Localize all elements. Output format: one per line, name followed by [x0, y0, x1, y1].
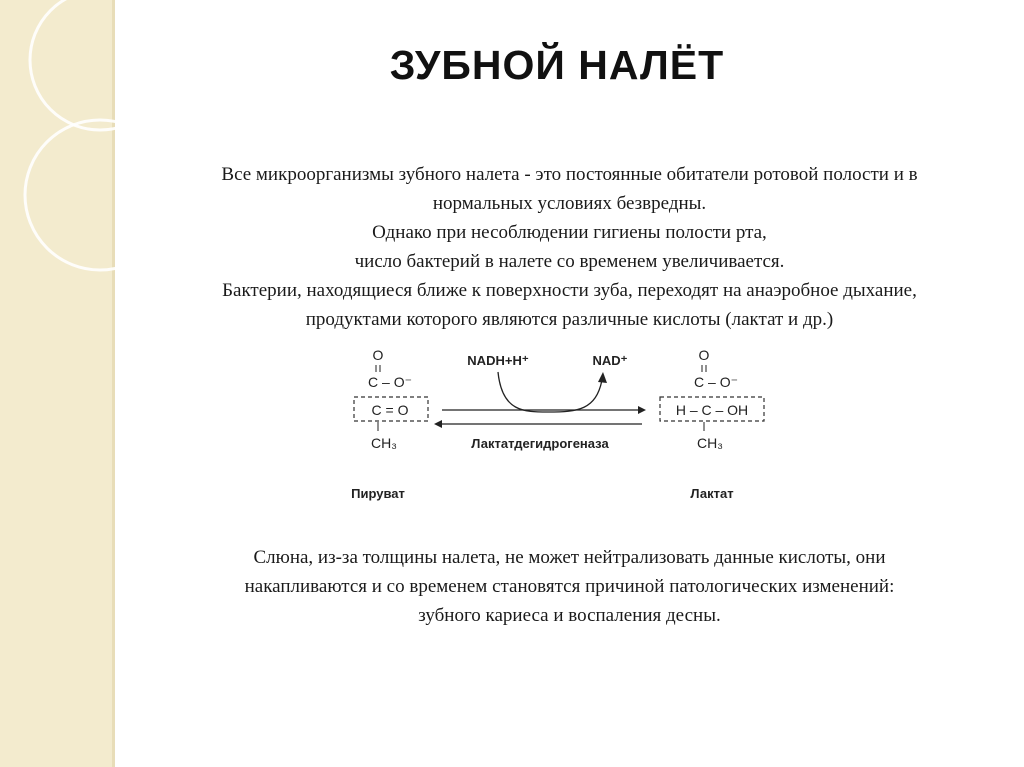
lactate-row: CH₃: [697, 435, 723, 451]
reaction-diagram: O C – O⁻ C = O CH₃ Пируват NADH+H⁺ NAD⁺ …: [351, 347, 765, 501]
pyruvate-row: C = O: [372, 402, 409, 418]
conclusion-line: накапливаются и со временем становятся п…: [244, 576, 895, 597]
lactate-highlight-box: [659, 396, 765, 422]
reverse-arrowhead: [434, 420, 442, 428]
cofactor-arrowhead: [598, 372, 607, 383]
forward-arrowhead: [638, 406, 646, 414]
conclusion-line: Слюна, из-за толщины налета, не может не…: [253, 547, 886, 568]
conclusion-paragraph: Слюна, из-за толщины налета, не может не…: [115, 543, 1024, 630]
intro-line: число бактерий в налете со временем увел…: [354, 251, 785, 272]
lactate-row: O: [699, 347, 710, 363]
decorative-rings: [23, 0, 140, 272]
intro-line: Однако при несоблюдении гигиены полости …: [372, 222, 767, 243]
decorative-left-band: [0, 0, 112, 767]
pyruvate-row: O: [373, 347, 384, 363]
cofactor-out-label: NAD⁺: [592, 353, 627, 368]
pyruvate-row: CH₃: [371, 435, 397, 451]
conclusion-line: зубного кариеса и воспаления десны.: [418, 605, 721, 626]
pyruvate-row: C – O⁻: [368, 374, 412, 390]
reaction-arrows: NADH+H⁺ NAD⁺ Лактатдегидрогеназа: [434, 353, 646, 451]
slide-title: ЗУБНОЙ НАЛЁТ: [389, 42, 725, 88]
lactate-row: C – O⁻: [694, 374, 738, 390]
intro-line: Бактерии, находящиеся ближе к поверхност…: [222, 280, 917, 301]
product-name: Лактат: [690, 486, 733, 501]
intro-line: продуктами которого являются различные к…: [305, 309, 834, 330]
substrate-name: Пируват: [351, 486, 405, 501]
enzyme-label: Лактатдегидрогеназа: [471, 436, 609, 451]
intro-line: нормальных условиях безвредны.: [432, 193, 707, 214]
intro-paragraph: Все микроорганизмы зубного налета - это …: [115, 160, 1024, 334]
lactate-row: H – C – OH: [676, 402, 748, 418]
band-edge: [112, 0, 115, 767]
intro-line: Все микроорганизмы зубного налета - это …: [221, 164, 918, 185]
lactate-structure: O C – O⁻ H – C – OH CH₃ Лактат: [659, 347, 765, 501]
pyruvate-highlight-box: [353, 396, 429, 422]
cofactor-in-label: NADH+H⁺: [467, 353, 529, 368]
pyruvate-structure: O C – O⁻ C = O CH₃ Пируват: [351, 347, 429, 501]
